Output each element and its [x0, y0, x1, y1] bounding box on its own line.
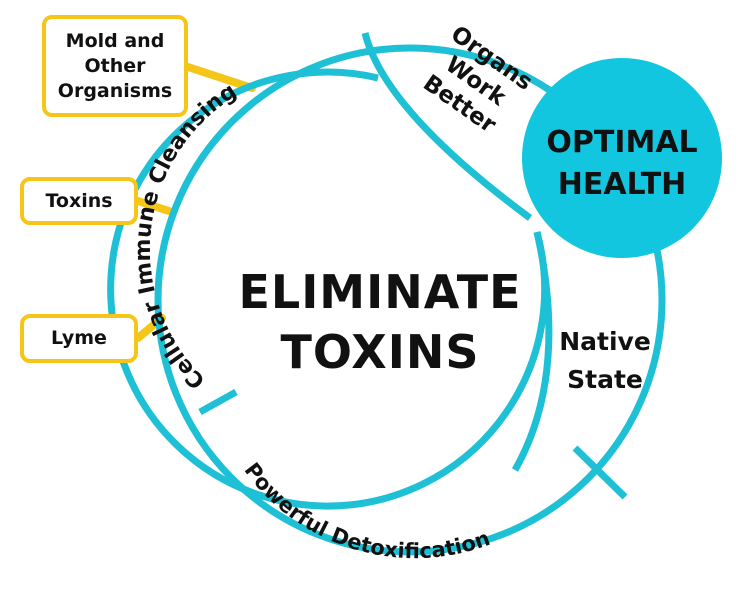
- optimal-health-line2: HEALTH: [557, 167, 687, 202]
- outer-ring: [154, 44, 666, 556]
- optimal-health-label: OPTIMAL HEALTH: [522, 122, 722, 206]
- toxins-label: Toxins: [45, 189, 113, 212]
- connector-toxins: [134, 197, 176, 216]
- optimal-health-circle: [522, 58, 722, 258]
- lyme-label: Lyme: [51, 327, 107, 349]
- center-title-line2: TOXINS: [280, 325, 480, 379]
- native-state-divider: [572, 445, 628, 500]
- native-state-line1: Native: [559, 327, 651, 356]
- inner-ring: [107, 68, 549, 510]
- mold-label-line3: Organisms: [57, 79, 173, 102]
- organs-work-better-label: Organs Work Better: [418, 21, 537, 139]
- native-state-line2: State: [567, 365, 643, 394]
- lyme-box: Lyme: [20, 314, 138, 363]
- mold-box: Mold and Other Organisms: [42, 15, 188, 117]
- toxins-box: Toxins: [20, 177, 138, 225]
- native-state-arc: [511, 231, 553, 472]
- mold-label-line2: Other: [84, 54, 146, 77]
- detox-divider-left: [198, 388, 238, 416]
- organs-divider-top: [361, 32, 533, 221]
- optimal-health-line1: OPTIMAL: [546, 125, 698, 160]
- center-title: ELIMINATE TOXINS: [215, 262, 545, 382]
- connector-mold: [184, 63, 256, 92]
- powerful-detox-label: Powerful Detoxification: [240, 458, 493, 563]
- native-state-label: Native State: [545, 323, 665, 399]
- center-title-line1: ELIMINATE: [238, 265, 522, 319]
- mold-label-line1: Mold and: [65, 29, 165, 52]
